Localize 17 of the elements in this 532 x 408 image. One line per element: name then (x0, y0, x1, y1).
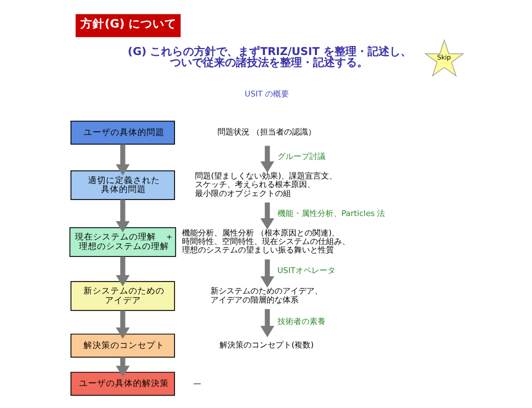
arrow (260, 202, 274, 230)
arrow (115, 144, 130, 176)
node-box: 適切に定義された具体的問題 (70, 170, 174, 200)
arrow (115, 357, 130, 377)
arrow (260, 259, 274, 288)
label: (G) これらの方針で、まずTRIZ/USIT を整理・記述し、ついで従来の諸技法を整理・記述する。 (127, 45, 411, 69)
node-box: 新システムのためのアイデア (70, 281, 174, 311)
arrow (115, 256, 130, 286)
arrow (115, 310, 130, 339)
node-box: ユーザの具体的問題 (70, 120, 174, 145)
arrow (260, 309, 274, 338)
diagram-title: 方針(G) について (80, 16, 176, 31)
node-box: ユーザの具体的解決策 (70, 372, 174, 396)
node-box: 解決策のコンセプト (70, 334, 174, 358)
arrow (260, 146, 274, 173)
arrow (115, 200, 130, 232)
node-box: 現在システムの理解 ＋理想のシステムの理解 (68, 227, 176, 257)
